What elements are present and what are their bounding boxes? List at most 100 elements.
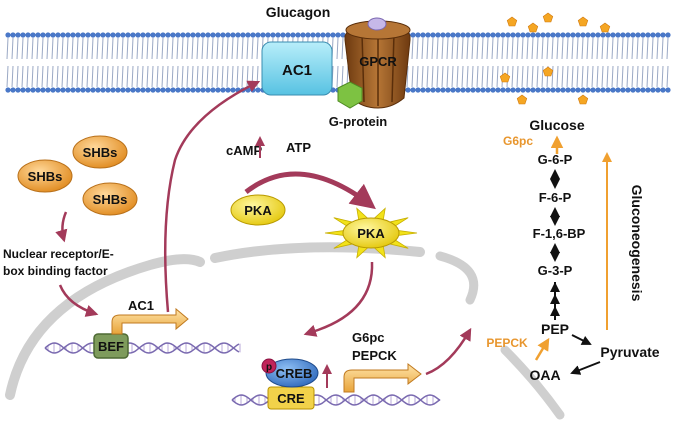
lipid-tail [636, 37, 639, 60]
lipid-tail [76, 37, 79, 60]
lipid-head [520, 32, 526, 38]
pka-activation-arrow [244, 171, 376, 210]
lipid-head [205, 87, 211, 93]
pyruvate-oaa-arrow [570, 361, 601, 375]
lipid-head [40, 87, 46, 93]
lipid-head [145, 87, 151, 93]
lipid-tail [16, 37, 19, 60]
lipid-head [135, 32, 141, 38]
glucose-pentagon [599, 22, 611, 33]
glucose-label: Glucose [529, 117, 584, 133]
lipid-tail [651, 37, 654, 60]
lipid-head [480, 32, 486, 38]
lipid-head [445, 32, 451, 38]
shbs-particle [72, 135, 128, 169]
lipid-tail [121, 65, 124, 88]
pepck-gene-label: PEPCK [352, 348, 397, 363]
lipid-head [430, 87, 436, 93]
lipid-tail [511, 37, 514, 60]
lipid-tail [216, 37, 219, 60]
bef-box [93, 333, 129, 359]
lipid-head [630, 87, 636, 93]
lipid-tail [591, 37, 594, 60]
lipid-head [100, 32, 106, 38]
f6p-label: F-6-P [539, 190, 572, 205]
lipid-tail [441, 37, 444, 60]
lipid-tail [541, 37, 544, 60]
lipid-head [435, 87, 441, 93]
lipid-tail [171, 37, 174, 60]
lipid-head [125, 32, 131, 38]
lipid-tail [571, 65, 574, 88]
lipid-head [165, 32, 171, 38]
glucose-pentagon [506, 16, 518, 27]
ac1-membrane-protein [261, 41, 333, 96]
lipid-tail [121, 37, 124, 60]
g-protein-shape [337, 81, 363, 109]
lipid-head [70, 32, 76, 38]
lipid-head [550, 32, 556, 38]
shbs-arrow [55, 211, 68, 243]
lipid-tail [581, 37, 584, 60]
lipid-tail [136, 37, 139, 60]
lipid-tail [36, 37, 39, 60]
lipid-tail [541, 65, 544, 88]
lipid-tail [156, 65, 159, 88]
lipid-head [255, 87, 261, 93]
lipid-tail [486, 37, 489, 60]
lipid-tail [641, 65, 644, 88]
lipid-head [260, 32, 266, 38]
lipid-head [90, 32, 96, 38]
lipid-tail [611, 37, 614, 60]
lipid-head [140, 32, 146, 38]
glucose-pentagon [577, 16, 589, 27]
lipid-head [240, 32, 246, 38]
lipid-head [70, 87, 76, 93]
lipid-tail [106, 37, 109, 60]
lipid-head [580, 32, 586, 38]
lipid-tail [456, 37, 459, 60]
lipid-tail [101, 37, 104, 60]
g3p-pep-arrows [550, 282, 560, 320]
lipid-tail [341, 65, 344, 88]
lipid-head [540, 87, 546, 93]
lipid-tail [86, 65, 89, 88]
lipid-head [210, 32, 216, 38]
lipid-head [660, 32, 666, 38]
lipid-head [25, 32, 31, 38]
lipid-head [440, 32, 446, 38]
g-protein-label: G-protein [329, 114, 388, 129]
lipid-tail [521, 37, 524, 60]
lipid-head [625, 32, 631, 38]
lipid-tail [176, 37, 179, 60]
lipid-head [320, 32, 326, 38]
lipid-tail [531, 65, 534, 88]
lipid-head [150, 87, 156, 93]
lipid-tail [161, 37, 164, 60]
lipid-tail [646, 65, 649, 88]
lipid-head [195, 87, 201, 93]
glucose-pentagon [542, 12, 554, 23]
lipid-tail [216, 65, 219, 88]
lipid-tail [611, 65, 614, 88]
glucose-pentagon [527, 22, 539, 33]
lipid-tail [586, 37, 589, 60]
lipid-tail [591, 65, 594, 88]
lipid-tail [496, 37, 499, 60]
lipid-tail [411, 37, 414, 60]
lipid-tail [631, 65, 634, 88]
lipid-head [280, 32, 286, 38]
lipid-tail [566, 37, 569, 60]
lipid-head [150, 32, 156, 38]
ac1-membrane-label: AC1 [282, 62, 312, 79]
nuclear-receptor-label-1: Nuclear receptor/E- [3, 247, 114, 261]
lipid-tail [481, 65, 484, 88]
lipid-head [635, 87, 641, 93]
lipid-head [590, 87, 596, 93]
bef-label: BEF [98, 339, 124, 354]
lipid-head [575, 32, 581, 38]
dna-strand-left [44, 342, 241, 354]
lipid-tail [561, 65, 564, 88]
lipid-tail [211, 37, 214, 60]
